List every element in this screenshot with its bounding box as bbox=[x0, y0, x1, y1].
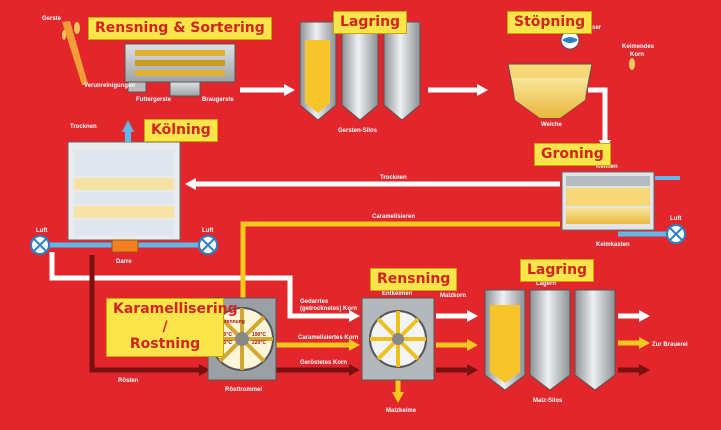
label-luft-left: Luft bbox=[36, 228, 47, 234]
arrow-head-malzkeime bbox=[392, 392, 404, 403]
germination-box bbox=[561, 171, 655, 231]
cleaning-machine bbox=[124, 43, 236, 97]
arrow-head-caramel-korn bbox=[349, 339, 360, 351]
label-lagring-bottom: Lagring bbox=[520, 259, 595, 282]
malz-silos bbox=[484, 289, 616, 391]
arrow-head-rosten bbox=[199, 364, 210, 376]
label-weiche: Weiche bbox=[541, 122, 563, 128]
label-kolning: Kölning bbox=[144, 119, 218, 142]
barley-stream bbox=[62, 21, 88, 85]
label-gersten-silos: Gersten-Silos bbox=[338, 128, 378, 134]
flow-steep-to-germ bbox=[588, 87, 608, 142]
arrow-head-silos bbox=[284, 84, 295, 96]
label-temp-1: 190°C bbox=[218, 332, 232, 338]
label-malzkorn: Malzkorn bbox=[440, 293, 466, 299]
flow-caramelisieren bbox=[240, 221, 560, 300]
label-darre: Darre bbox=[116, 259, 132, 265]
label-karamellisering: Karamellisering / Rostning bbox=[106, 298, 238, 357]
arrow-head-entkeimen-white bbox=[349, 310, 360, 322]
label-gedarrtes-1: Gedarrtes bbox=[300, 299, 329, 305]
label-luft-right: Luft bbox=[670, 216, 681, 222]
arrow-head-malz-yellow bbox=[467, 339, 478, 351]
label-futtergerste: Futtergerste bbox=[136, 97, 172, 103]
label-lagring-top: Lagring bbox=[333, 11, 408, 34]
entkeimen-machine bbox=[361, 297, 435, 381]
label-malz-silos: Malz-Silos bbox=[533, 398, 563, 404]
arrow-head-brewery-yellow bbox=[639, 337, 650, 349]
label-gerostetes-korn: Geröstetes Korn bbox=[300, 360, 347, 366]
kiln-darre bbox=[67, 120, 181, 253]
label-luft-mid: Luft bbox=[202, 228, 213, 234]
label-gedarrtes-2: (getrocknetes) Korn bbox=[300, 306, 357, 312]
label-zur-brauerei: Zur Brauerei bbox=[652, 342, 688, 348]
steeping-tank bbox=[507, 30, 635, 119]
label-karamell-line2: Rostning bbox=[129, 336, 201, 352]
label-temp-4: 220°C bbox=[252, 340, 266, 346]
label-karamell-line1: Karamellisering / bbox=[113, 301, 238, 335]
label-braugerste: Braugerste bbox=[202, 97, 234, 103]
arrow-head-gerostet bbox=[349, 364, 360, 376]
arrow-head-brewery-white bbox=[639, 310, 650, 322]
fan-icons bbox=[30, 224, 686, 255]
label-rensning-sortering: Rensning & Sortering bbox=[88, 17, 272, 40]
label-trocknen-arrow: Trocknen bbox=[380, 175, 407, 181]
label-rosten: Rösten bbox=[118, 378, 139, 384]
flow-rosten bbox=[89, 255, 200, 373]
fan-icon-right bbox=[666, 224, 686, 244]
arrow-head-steep bbox=[477, 84, 488, 96]
arrow-head-malz-white bbox=[467, 310, 478, 322]
label-groning: Groning bbox=[534, 143, 611, 166]
label-malzkeime: Malzkeime bbox=[386, 408, 417, 414]
label-korn: Korn bbox=[630, 52, 644, 58]
label-keimen: Keimen bbox=[596, 164, 618, 170]
label-rensning: Rensning bbox=[370, 268, 458, 291]
label-keimendes: Keimendes bbox=[622, 44, 655, 50]
label-caramelisieren: Caramelisieren bbox=[372, 214, 415, 220]
fan-icon-mid bbox=[198, 235, 218, 255]
flow-kiln-to-entkeimen bbox=[49, 252, 350, 319]
label-gerste: Gerste bbox=[42, 16, 62, 22]
label-rosttrommel: Rösttrommel bbox=[225, 387, 262, 393]
label-caramelisiertes-korn: Caramelisiertes Korn bbox=[298, 335, 359, 341]
label-temp-2: 230°C bbox=[218, 340, 232, 346]
label-stopning: Stöpning bbox=[507, 11, 593, 34]
arrow-head-malz-dark bbox=[467, 364, 478, 376]
label-keimkasten: Keimkasten bbox=[596, 242, 630, 248]
label-trocknen-box: Trocknen bbox=[70, 124, 97, 130]
fan-icon-left bbox=[30, 235, 50, 255]
label-temp-3: 190°C bbox=[252, 332, 266, 338]
label-entkeimen: Entkeimen bbox=[382, 291, 413, 297]
arrow-head-trocknen bbox=[185, 178, 196, 190]
label-verbrennung: Verbrennung bbox=[214, 319, 245, 325]
label-verunreinigungen: Verunreinigungen bbox=[84, 83, 135, 89]
gersten-silos bbox=[299, 21, 421, 121]
roasting-drum bbox=[207, 297, 277, 381]
arrow-head-brewery-dark bbox=[639, 364, 650, 376]
label-lagern: Lagern bbox=[536, 281, 556, 287]
